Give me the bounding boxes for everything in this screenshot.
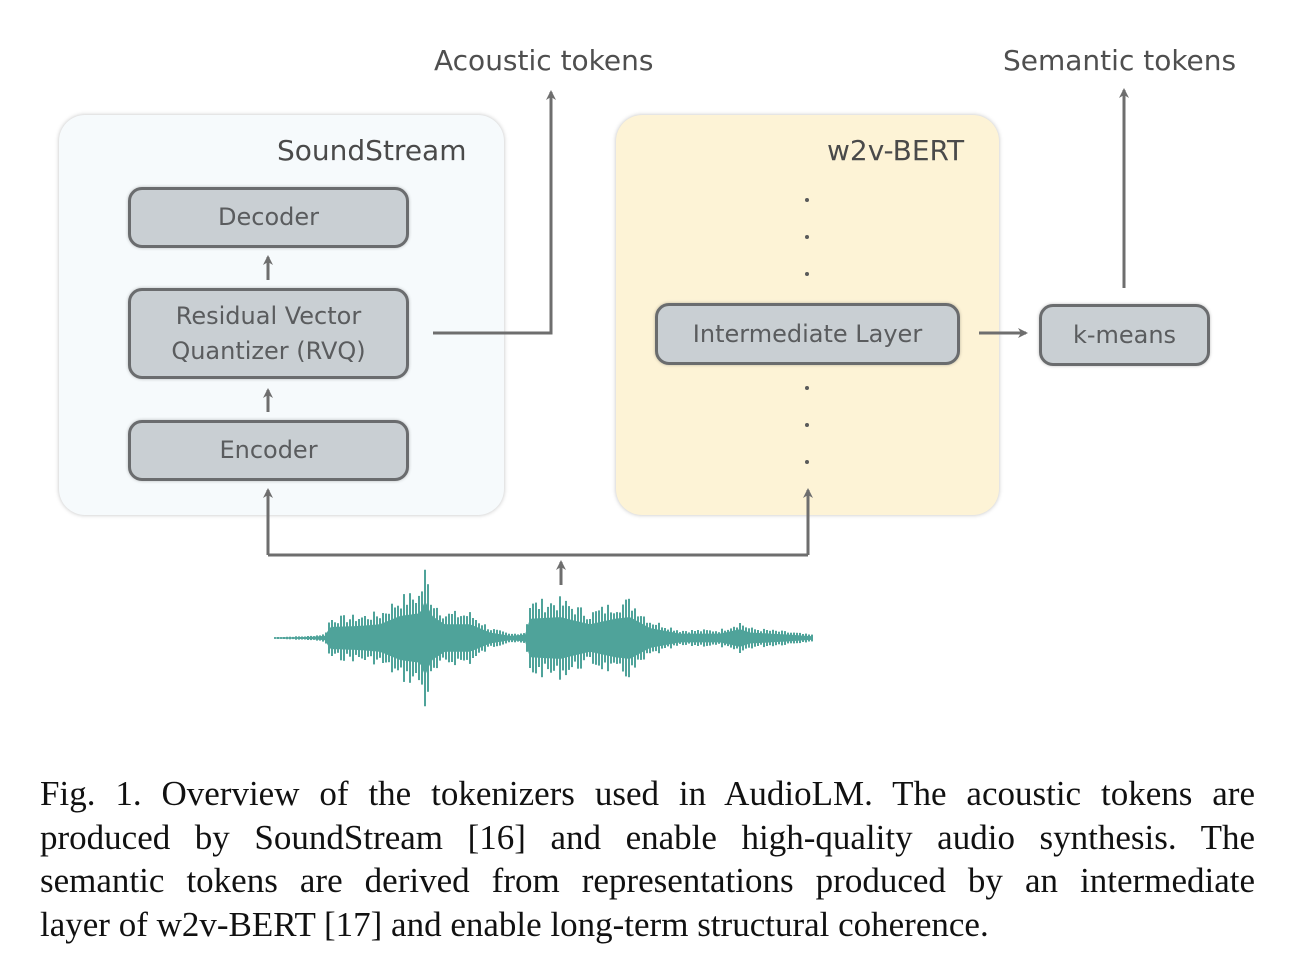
caption-line: produced by SoundStream [16] and enable … — [40, 817, 1255, 857]
ellipsis-dot — [805, 460, 809, 464]
ellipsis-dot — [805, 386, 809, 390]
caption-line: layer of w2v-BERT [17] and enable long-t… — [40, 904, 989, 944]
kmeans-block: k-means — [1039, 304, 1210, 366]
intermediate-layer-block: Intermediate Layer — [655, 303, 960, 365]
figure-caption: Fig. 1. Overview of the tokenizers used … — [40, 772, 1255, 946]
decoder-block: Decoder — [128, 187, 409, 248]
ellipsis-dot — [805, 235, 809, 239]
connector-layer — [263, 88, 1129, 707]
semantic-tokens-label: Semantic tokens — [1003, 44, 1237, 77]
ellipsis-dot — [805, 198, 809, 202]
acoustic-tokens-label: Acoustic tokens — [434, 44, 654, 77]
kmeans-label: k-means — [1072, 320, 1177, 349]
decoder-label: Decoder — [218, 203, 319, 232]
ellipsis-dot — [805, 423, 809, 427]
caption-line: semantic tokens are derived from represe… — [40, 861, 1255, 900]
ellipsis-dot — [805, 272, 809, 276]
arrow-rvq-to-acoustic-tokens — [433, 90, 556, 335]
encoder-block: Encoder — [128, 420, 409, 481]
caption-line: Fig. 1. Overview of the tokenizers used … — [40, 774, 1255, 813]
encoder-label: Encoder — [219, 436, 318, 465]
intermediate-layer-label: Intermediate Layer — [692, 319, 923, 348]
soundstream-title: SoundStream — [277, 134, 467, 167]
rvq-label-line1: Residual Vector — [175, 301, 362, 330]
audio-waveform-icon — [274, 569, 813, 707]
rvq-label-line2: Quantizer (RVQ) — [171, 336, 366, 365]
w2v-bert-title: w2v-BERT — [827, 134, 965, 167]
rvq-block: Residual Vector Quantizer (RVQ) — [128, 288, 409, 379]
